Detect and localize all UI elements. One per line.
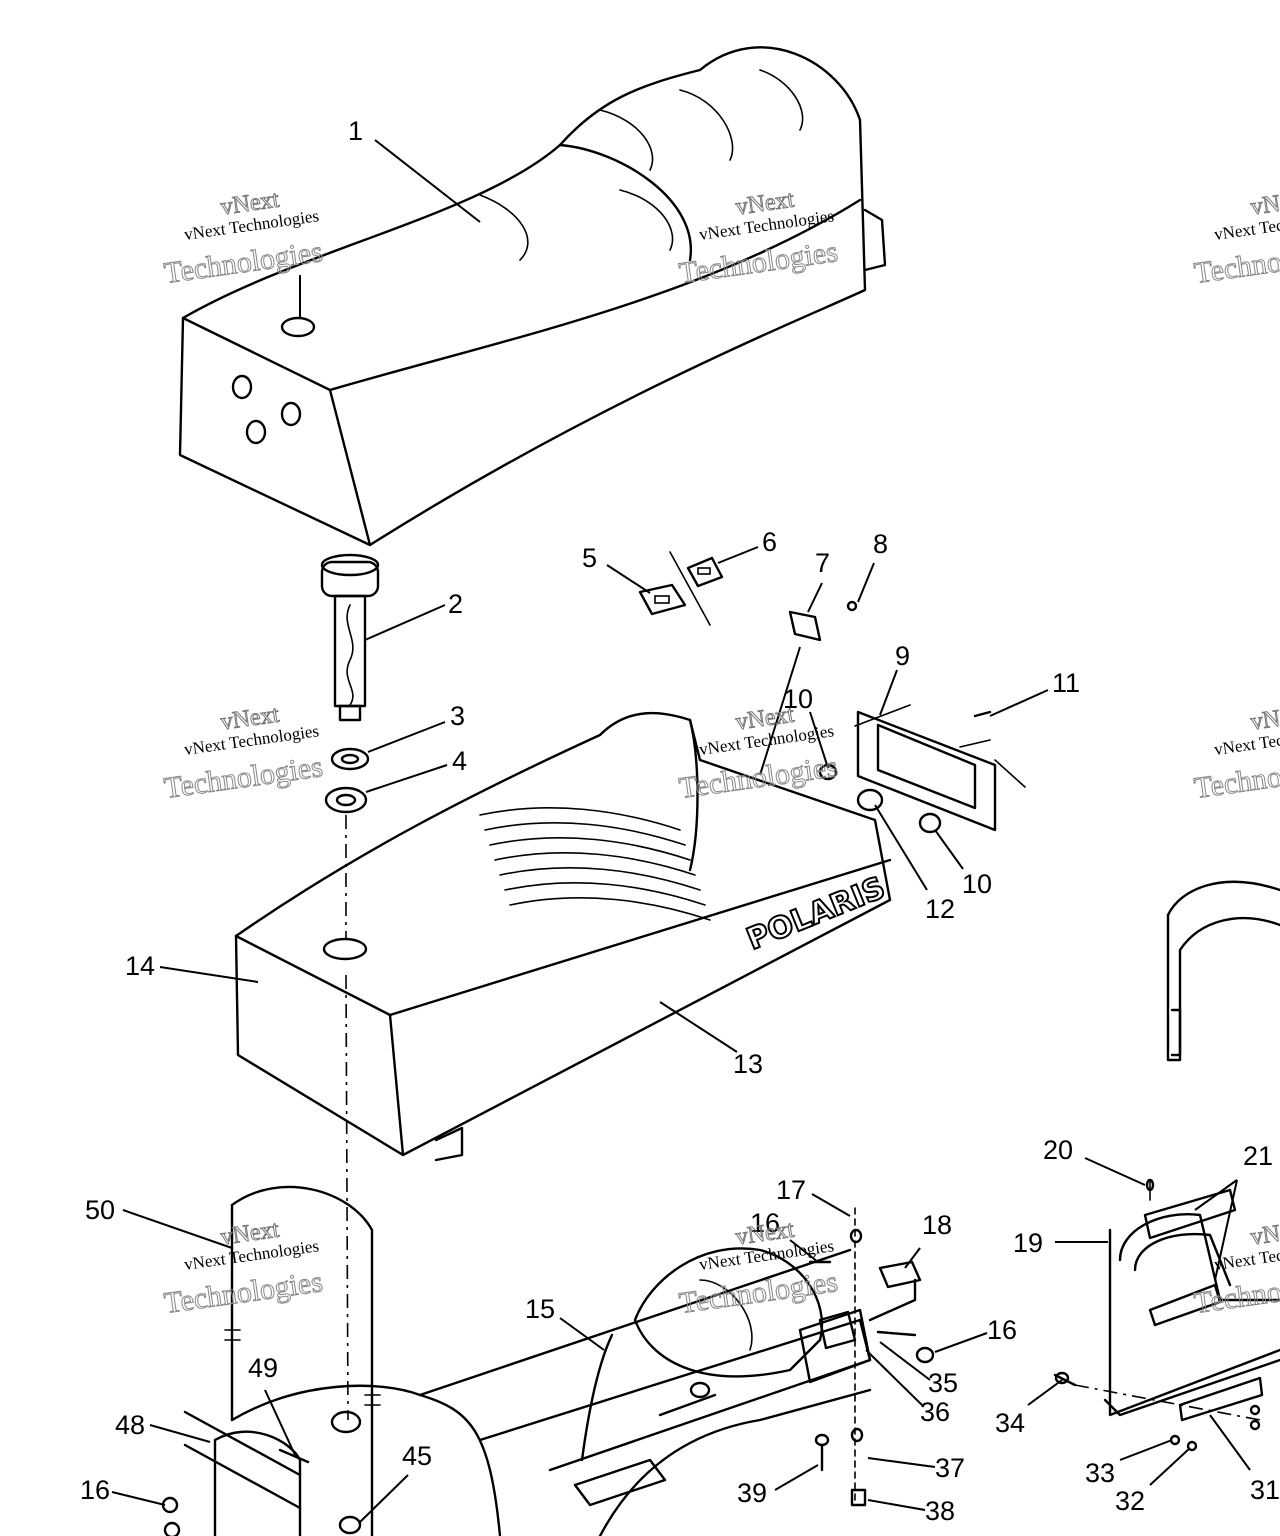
callout-39: 39	[737, 1478, 767, 1508]
callout-34: 34	[995, 1408, 1025, 1438]
watermark-8: vNext vNext Technologies Technologies	[677, 1216, 841, 1320]
callout-16-hitch: 16	[750, 1208, 780, 1238]
callout-16-right: 16	[987, 1315, 1017, 1345]
callout-49: 49	[248, 1353, 278, 1383]
callout-13: 13	[733, 1049, 763, 1079]
callout-19: 19	[1013, 1228, 1043, 1258]
callout-50: 50	[85, 1195, 115, 1225]
callout-labels: 1 2 3 4 5 6 7 8 9 10 11 10 12 14 13 50 1…	[80, 116, 1280, 1526]
latch-plates	[638, 551, 724, 626]
rear-bumper-assembly	[1053, 880, 1280, 1452]
grommets	[324, 747, 370, 814]
callout-10-upper: 10	[783, 684, 813, 714]
callout-33: 33	[1085, 1458, 1115, 1488]
watermark-1: vNext vNext Technologies Technologies	[162, 186, 326, 290]
centerline-lower	[345, 974, 349, 1421]
fuel-tank-fittings	[161, 1410, 362, 1536]
callout-45: 45	[402, 1441, 432, 1471]
watermark-2: vNext vNext Technologies Technologies	[677, 186, 841, 290]
hitch-bracket-assembly	[798, 1207, 935, 1507]
callout-12: 12	[925, 894, 955, 924]
watermark-4: vNext vNext Technologies Technologies	[162, 701, 326, 805]
seat-cushion	[178, 46, 887, 547]
callout-5: 5	[582, 543, 597, 573]
watermark-group: vNext vNext Technologies Technologies vN…	[162, 186, 1280, 1320]
callout-21: 21	[1243, 1141, 1273, 1171]
callout-32: 32	[1115, 1486, 1145, 1516]
callout-31: 31	[1250, 1475, 1280, 1505]
svg-text:Technologies: Technologies	[1192, 235, 1280, 290]
bracket-and-screw	[759, 600, 858, 776]
fuel-cap-gauge	[320, 553, 380, 722]
callout-7: 7	[815, 548, 830, 578]
callout-2: 2	[448, 589, 463, 619]
svg-text:Technologies: Technologies	[1192, 1265, 1280, 1320]
leader-lines	[111, 139, 1251, 1523]
callout-4: 4	[452, 746, 467, 776]
snow-flap	[224, 1185, 381, 1536]
callout-37: 37	[935, 1453, 965, 1483]
watermark-9: vNext vNext Technologies Technologies	[1192, 1216, 1280, 1320]
callout-20: 20	[1043, 1135, 1073, 1165]
svg-text:Technologies: Technologies	[1192, 750, 1280, 805]
callout-16-left: 16	[80, 1475, 110, 1505]
callout-6: 6	[762, 527, 777, 557]
callout-1: 1	[348, 116, 363, 146]
callout-11: 11	[1052, 668, 1080, 698]
callout-3: 3	[450, 701, 465, 731]
tail-light-assembly	[818, 704, 1026, 834]
callout-38: 38	[925, 1496, 955, 1526]
callout-36: 36	[920, 1397, 950, 1427]
watermark-3: vNext vNext Technologies Technologies	[1192, 186, 1280, 290]
callout-8: 8	[873, 529, 888, 559]
callout-9: 9	[895, 641, 910, 671]
callout-17: 17	[776, 1175, 806, 1205]
watermark-6: vNext vNext Technologies Technologies	[1192, 701, 1280, 805]
watermark-7: vNext vNext Technologies Technologies	[162, 1216, 326, 1320]
callout-18: 18	[922, 1210, 952, 1240]
callout-15: 15	[525, 1294, 555, 1324]
callout-10-lower: 10	[962, 869, 992, 899]
callout-14: 14	[125, 951, 155, 981]
callout-35: 35	[928, 1368, 958, 1398]
callout-48: 48	[115, 1410, 145, 1440]
